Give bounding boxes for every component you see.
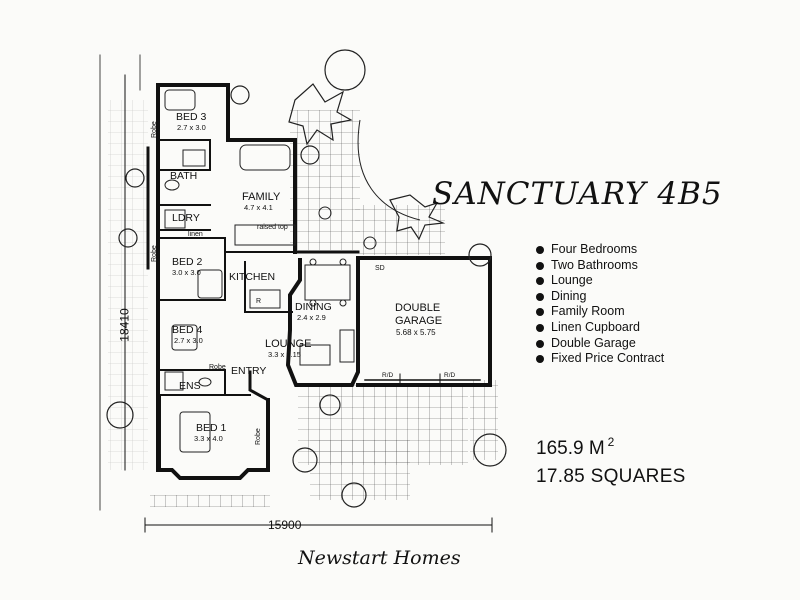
room-labels: BED 3 2.7 x 3.0 BATH LDRY linen FAMILY 4… bbox=[151, 111, 456, 445]
bed3-label: BED 3 bbox=[176, 111, 207, 123]
bed2-label: BED 2 bbox=[172, 256, 203, 268]
ldry-label: LDRY bbox=[172, 212, 200, 224]
feature-item: Double Garage bbox=[536, 336, 664, 352]
feature-item: Four Bedrooms bbox=[536, 242, 664, 258]
ens-label: ENS bbox=[179, 380, 201, 392]
garage-label-line1: DOUBLE bbox=[395, 302, 440, 314]
r-label: R bbox=[256, 298, 261, 305]
garage-size: 5.68 x 5.75 bbox=[396, 328, 436, 337]
robe-label-ens: Robe bbox=[209, 364, 226, 371]
rd-label-left: R/D bbox=[382, 372, 394, 379]
plan-title: SANCTUARY 4B5 bbox=[432, 176, 723, 212]
floor-area-unit-superscript: 2 bbox=[607, 435, 615, 449]
bed4-size: 2.7 x 3.0 bbox=[174, 336, 203, 345]
feature-item: Fixed Price Contract bbox=[536, 351, 664, 367]
bed1-label: BED 1 bbox=[196, 422, 227, 434]
entry-label: ENTRY bbox=[231, 365, 266, 377]
family-label: FAMILY bbox=[242, 191, 281, 203]
bed1-size: 3.3 x 4.0 bbox=[194, 434, 223, 443]
rd-label-right: R/D bbox=[444, 372, 456, 379]
sd-label: SD bbox=[375, 265, 385, 272]
dining-size: 2.4 x 2.9 bbox=[297, 313, 326, 322]
robe-label-bed2: Robe bbox=[151, 245, 158, 262]
feature-list: Four Bedrooms Two Bathrooms Lounge Dinin… bbox=[536, 242, 664, 367]
robe-label-bed1: Robe bbox=[255, 428, 262, 445]
feature-item: Lounge bbox=[536, 273, 664, 289]
linen-label: linen bbox=[188, 231, 203, 238]
family-size: 4.7 x 4.1 bbox=[244, 203, 273, 212]
raised-top-label: raised top bbox=[257, 224, 288, 231]
paving bbox=[108, 100, 498, 507]
garage-label-line2: GARAGE bbox=[395, 315, 442, 327]
bed2-size: 3.0 x 3.0 bbox=[172, 268, 201, 277]
feature-item: Two Bathrooms bbox=[536, 258, 664, 274]
feature-item: Linen Cupboard bbox=[536, 320, 664, 336]
lounge-size: 3.3 x 5.15 bbox=[268, 350, 301, 359]
dining-label: DINING bbox=[295, 301, 332, 313]
width-dimension: 15900 bbox=[268, 518, 302, 532]
depth-dimension: 18410 bbox=[117, 308, 132, 342]
lounge-label: LOUNGE bbox=[265, 338, 311, 350]
garden-plants bbox=[106, 49, 507, 508]
bed4-label: BED 4 bbox=[172, 324, 203, 336]
feature-item: Family Room bbox=[536, 304, 664, 320]
floor-area-value: 165.9 M bbox=[536, 438, 605, 459]
bed3-size: 2.7 x 3.0 bbox=[177, 123, 206, 132]
kitchen-label: KITCHEN bbox=[229, 271, 275, 283]
feature-item: Dining bbox=[536, 289, 664, 305]
fixtures bbox=[164, 89, 377, 453]
floor-area-squares: 17.85 SQUARES bbox=[536, 466, 686, 487]
robe-label-bed3: Robe bbox=[151, 121, 158, 138]
bath-label: BATH bbox=[170, 170, 197, 182]
builder-brand: Newstart Homes bbox=[298, 547, 461, 569]
